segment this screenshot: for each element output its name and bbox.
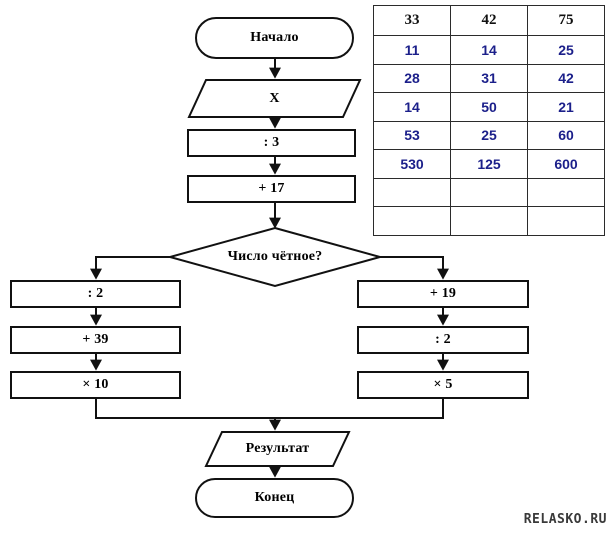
shape-right-times5[interactable]	[357, 371, 529, 399]
table-row: 28 31 42	[373, 63, 605, 93]
table-cell	[373, 177, 451, 207]
table-header-cell: 42	[450, 5, 528, 36]
table-header-cell: 75	[527, 5, 605, 36]
table-cell: 25	[450, 120, 528, 150]
table-row-empty	[373, 177, 605, 207]
shape-right-divide2[interactable]	[357, 326, 529, 354]
shape-result[interactable]	[204, 431, 351, 467]
table-cell: 14	[373, 92, 451, 122]
table-cell: 42	[527, 63, 605, 93]
shape-left-divide2[interactable]	[10, 280, 181, 308]
table-cell	[450, 177, 528, 207]
connector-decision-right	[380, 256, 449, 280]
table-header-cell: 33	[373, 5, 451, 36]
shape-end[interactable]	[195, 478, 354, 518]
table-row: 53 25 60	[373, 120, 605, 150]
table-row-empty	[373, 206, 605, 236]
table-header-row: 33 42 75	[373, 5, 605, 36]
table-cell	[373, 206, 451, 236]
table-row: 530 125 600	[373, 149, 605, 179]
shape-left-times10[interactable]	[10, 371, 181, 399]
table-cell: 25	[527, 35, 605, 65]
connector-decision-left	[90, 256, 170, 280]
shape-start[interactable]	[195, 17, 354, 59]
table-cell: 28	[373, 63, 451, 93]
table-cell: 50	[450, 92, 528, 122]
table-cell	[527, 206, 605, 236]
shape-right-plus19[interactable]	[357, 280, 529, 308]
table-cell: 600	[527, 149, 605, 179]
values-table: 33 42 75 11 14 25 28 31 42 14 50 21 53 2	[373, 5, 605, 236]
table-cell: 530	[373, 149, 451, 179]
shape-decision[interactable]	[166, 226, 384, 288]
connector-left-merge	[95, 398, 275, 419]
table-cell	[527, 177, 605, 207]
table-cell: 60	[527, 120, 605, 150]
table-cell: 53	[373, 120, 451, 150]
shape-divide3[interactable]	[187, 129, 356, 157]
table-row: 11 14 25	[373, 35, 605, 65]
shape-plus17[interactable]	[187, 175, 356, 203]
table-cell: 31	[450, 63, 528, 93]
table-cell	[450, 206, 528, 236]
connector-right-merge	[275, 398, 444, 419]
values-table-body: 33 42 75 11 14 25 28 31 42 14 50 21 53 2	[373, 5, 605, 236]
shape-input-x[interactable]	[187, 79, 362, 118]
table-cell: 125	[450, 149, 528, 179]
shape-left-plus39[interactable]	[10, 326, 181, 354]
table-row: 14 50 21	[373, 92, 605, 122]
table-cell: 14	[450, 35, 528, 65]
table-cell: 21	[527, 92, 605, 122]
table-cell: 11	[373, 35, 451, 65]
